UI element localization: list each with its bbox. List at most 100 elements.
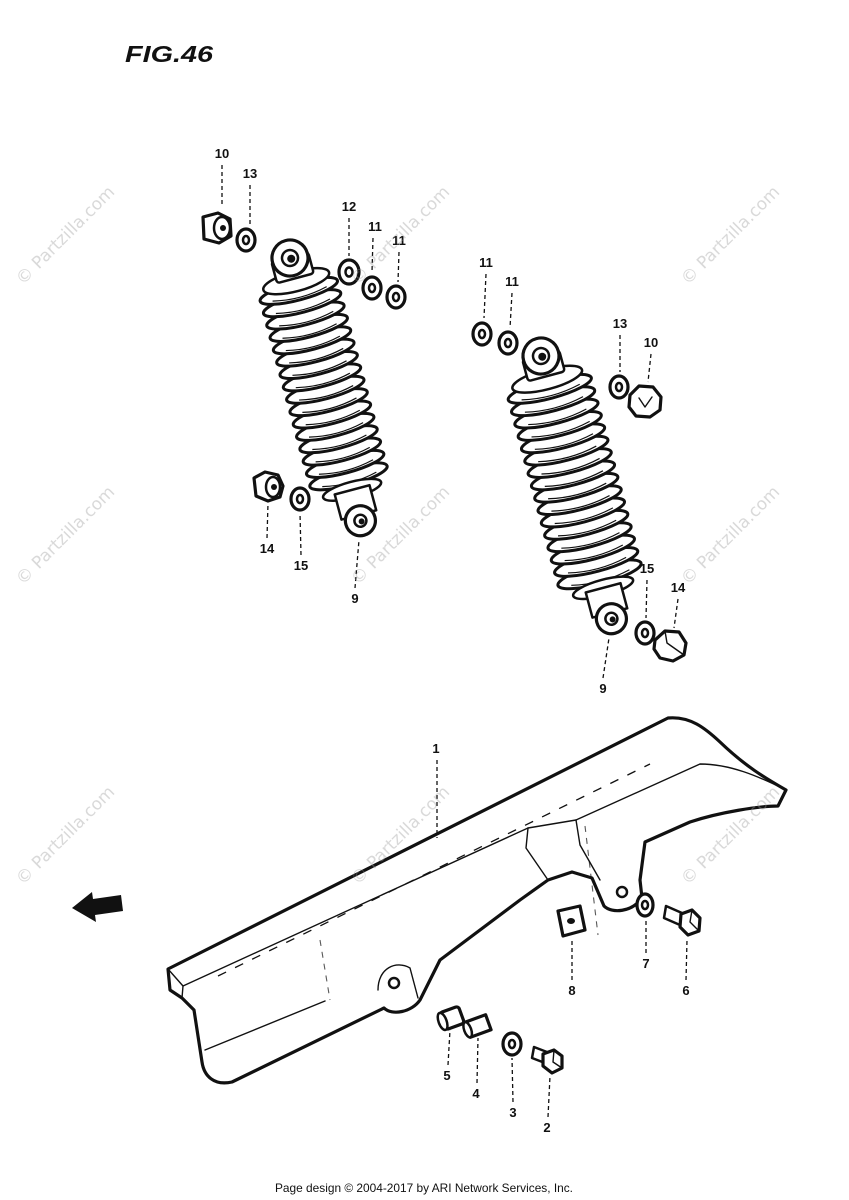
watermark: © Partzilla.com bbox=[677, 182, 784, 289]
washer-hole bbox=[344, 266, 354, 278]
washer-lower-right-15 bbox=[634, 620, 656, 646]
spring-coil-shading bbox=[567, 556, 627, 574]
leader-line bbox=[483, 273, 487, 319]
rubber-pad-8 bbox=[556, 904, 587, 938]
leader-line bbox=[547, 1075, 551, 1118]
callout-number: 9 bbox=[351, 591, 358, 606]
front-mount-hole bbox=[387, 976, 401, 990]
spring-coil-shading bbox=[531, 420, 590, 438]
spring bbox=[258, 275, 389, 492]
spring-coil-shading bbox=[315, 446, 371, 463]
leader-line bbox=[511, 1057, 514, 1103]
callout-number: 13 bbox=[243, 166, 257, 181]
collar-end bbox=[462, 1020, 474, 1039]
washer-hole bbox=[640, 899, 650, 911]
bolt-2 bbox=[530, 1045, 564, 1075]
shock-absorber-left bbox=[258, 238, 389, 538]
callout-number: 10 bbox=[215, 146, 229, 161]
cap-nut-bore bbox=[220, 225, 226, 231]
grommet-5 bbox=[436, 1005, 466, 1032]
spring-coil-shading bbox=[295, 372, 351, 389]
chain-case-hump-right bbox=[575, 819, 601, 881]
callout-number: 6 bbox=[682, 983, 689, 998]
callout-number: 15 bbox=[294, 558, 308, 573]
spring-coil-shading bbox=[289, 347, 344, 364]
spring-coil-shading bbox=[275, 298, 331, 315]
upper-eye-bore bbox=[538, 352, 547, 361]
callout-number: 14 bbox=[671, 580, 686, 595]
spring-coil-shading bbox=[312, 434, 367, 451]
leader-line bbox=[476, 1037, 479, 1084]
spring-coil-shading bbox=[524, 396, 584, 413]
spring-coil-shading bbox=[561, 532, 620, 549]
chain-case-top-edge bbox=[182, 763, 787, 987]
washer-3 bbox=[501, 1031, 523, 1057]
callout-number: 4 bbox=[472, 1086, 480, 1101]
callout-number: 3 bbox=[509, 1105, 516, 1120]
leader-line bbox=[447, 1029, 451, 1066]
washer-7 bbox=[635, 892, 655, 918]
spring-coil-shading bbox=[551, 495, 610, 512]
leader-line bbox=[354, 539, 360, 589]
spring-coil-shading bbox=[285, 335, 341, 352]
callout-number: 10 bbox=[644, 335, 658, 350]
upper-eye-bore bbox=[287, 254, 296, 263]
leader-line bbox=[266, 502, 269, 539]
cap-nut-upper-left bbox=[201, 211, 233, 245]
spring-coil-shading bbox=[564, 544, 624, 562]
spring-coil-shading bbox=[554, 507, 614, 525]
callout-number: 5 bbox=[443, 1068, 450, 1083]
washer-11-c bbox=[471, 321, 493, 347]
chain-case-panel-line bbox=[204, 1000, 326, 1051]
spring-coil-shading bbox=[558, 519, 617, 537]
spring-coil-shading bbox=[548, 482, 607, 500]
spring-coil-shading bbox=[279, 310, 334, 327]
watermark: © Partzilla.com bbox=[12, 482, 119, 589]
washer-hole bbox=[367, 282, 377, 294]
leader-line bbox=[685, 939, 688, 981]
washer-hole bbox=[477, 328, 487, 340]
nut-lower-right-14 bbox=[652, 629, 688, 663]
washer-hole bbox=[503, 337, 513, 349]
bolt-6 bbox=[662, 904, 702, 937]
watermark: © Partzilla.com bbox=[12, 782, 119, 889]
spring-coil-shading bbox=[541, 457, 600, 475]
callout-number: 12 bbox=[342, 199, 356, 214]
nut-bore bbox=[271, 484, 277, 490]
callout-number: 11 bbox=[505, 274, 519, 289]
nut-edge bbox=[664, 630, 685, 656]
chain-case-front-tab bbox=[377, 964, 419, 999]
callout-number: 11 bbox=[392, 233, 406, 248]
nut-body bbox=[652, 629, 688, 663]
spring-coil-shading bbox=[528, 408, 587, 426]
footer-copyright: Page design © 2004-2017 by ARI Network S… bbox=[275, 1181, 573, 1195]
chain-case-centre-line bbox=[217, 763, 651, 977]
leader-line bbox=[509, 292, 513, 329]
spring-coil-shading bbox=[292, 360, 347, 376]
rubber-pad-slot bbox=[567, 918, 575, 924]
leader-lines bbox=[221, 165, 688, 1118]
forward-arrow-icon bbox=[72, 892, 123, 922]
nut-lower-left-14 bbox=[252, 470, 285, 503]
watermark: © Partzilla.com bbox=[12, 182, 119, 289]
callout-number: 11 bbox=[479, 255, 493, 270]
washer-hole bbox=[295, 493, 305, 505]
spring-coil-shading bbox=[538, 445, 597, 463]
washer-12 bbox=[337, 258, 361, 286]
callouts: 10 13 12 11 11 11 11 13 10 14 15 9 15 14… bbox=[215, 146, 690, 1135]
washer-hole bbox=[640, 627, 650, 639]
bolt-head-edge bbox=[552, 1049, 563, 1069]
cap-nut-body bbox=[627, 384, 663, 419]
spring-coil-shading bbox=[299, 385, 354, 401]
bolt-head-edge bbox=[689, 909, 700, 932]
callout-number: 13 bbox=[613, 316, 627, 331]
washer-upper-right-13 bbox=[608, 374, 630, 400]
lower-eye-bore bbox=[609, 616, 616, 623]
callout-number: 8 bbox=[568, 983, 575, 998]
chain-case-hump-left bbox=[525, 827, 549, 881]
washer-11-b bbox=[385, 284, 407, 310]
lower-eye-bore bbox=[358, 518, 365, 525]
callout-number: 9 bbox=[599, 681, 606, 696]
callout-number: 15 bbox=[640, 561, 654, 576]
washer-hole bbox=[614, 381, 624, 393]
